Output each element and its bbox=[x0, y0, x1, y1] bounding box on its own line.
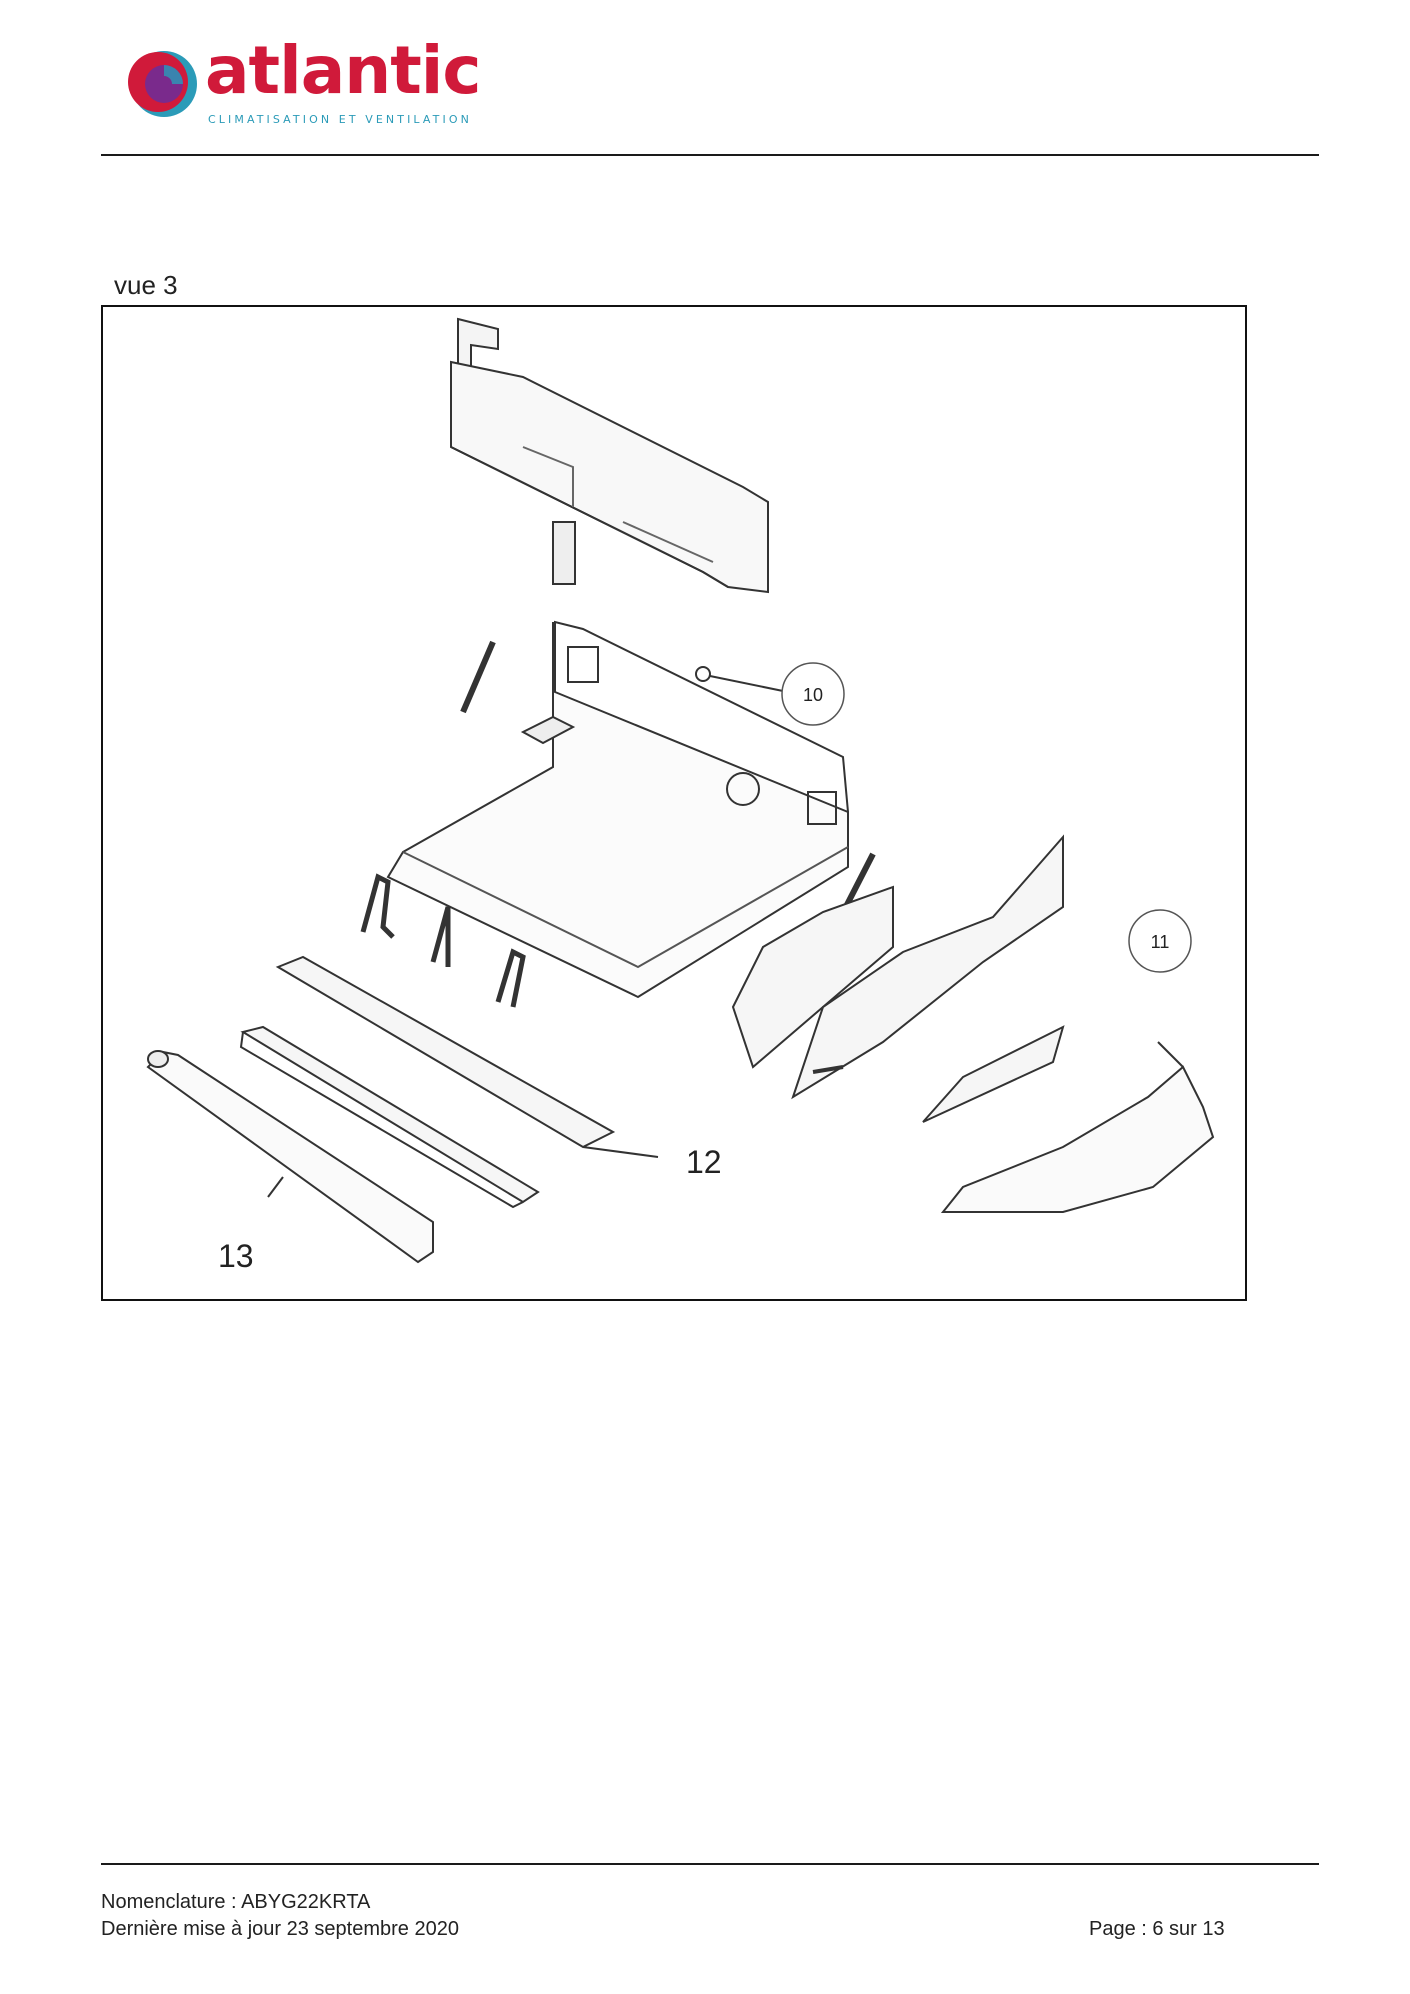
callout-label-12: 12 bbox=[686, 1144, 722, 1180]
side-cover-part bbox=[940, 1041, 1215, 1213]
louver-assembly-part bbox=[239, 955, 659, 1209]
callout-leader-13 bbox=[267, 1176, 284, 1198]
callout-leader-12 bbox=[582, 1146, 659, 1158]
last-update-text: Dernière mise à jour 23 septembre 2020 bbox=[101, 1918, 459, 1940]
exploded-diagram: 10 11 12 13 bbox=[101, 305, 1247, 1301]
brand-logo: atlantic CLIMATISATION ET VENTILATION bbox=[120, 32, 490, 134]
cylinder-part bbox=[146, 1050, 434, 1264]
callout-leader-11 bbox=[1157, 1041, 1184, 1068]
left-rod-part bbox=[460, 640, 496, 714]
side-frame-parts bbox=[731, 834, 1065, 1123]
bracket-parts bbox=[360, 873, 526, 1008]
page-number: Page : 6 sur 13 bbox=[1089, 1918, 1225, 1940]
nomenclature-text: Nomenclature : ABYG22KRTA bbox=[101, 1891, 371, 1913]
callout-label-13: 13 bbox=[218, 1238, 254, 1274]
brand-name: atlantic bbox=[205, 32, 482, 109]
callout-leader-10 bbox=[709, 675, 784, 692]
brand-mark-icon bbox=[128, 51, 197, 117]
brand-tagline: CLIMATISATION ET VENTILATION bbox=[208, 113, 472, 126]
header-divider bbox=[101, 154, 1319, 156]
gasket-part bbox=[695, 666, 711, 682]
view-title: vue 3 bbox=[114, 270, 178, 300]
rear-panel-part bbox=[450, 317, 769, 594]
callout-circle-11 bbox=[1128, 909, 1192, 973]
callout-circle-10 bbox=[781, 662, 845, 726]
callout-label-11: 11 bbox=[1151, 932, 1170, 952]
footer-divider bbox=[101, 1863, 1319, 1865]
base-tray-part bbox=[386, 620, 849, 999]
callout-label-10: 10 bbox=[803, 685, 823, 705]
